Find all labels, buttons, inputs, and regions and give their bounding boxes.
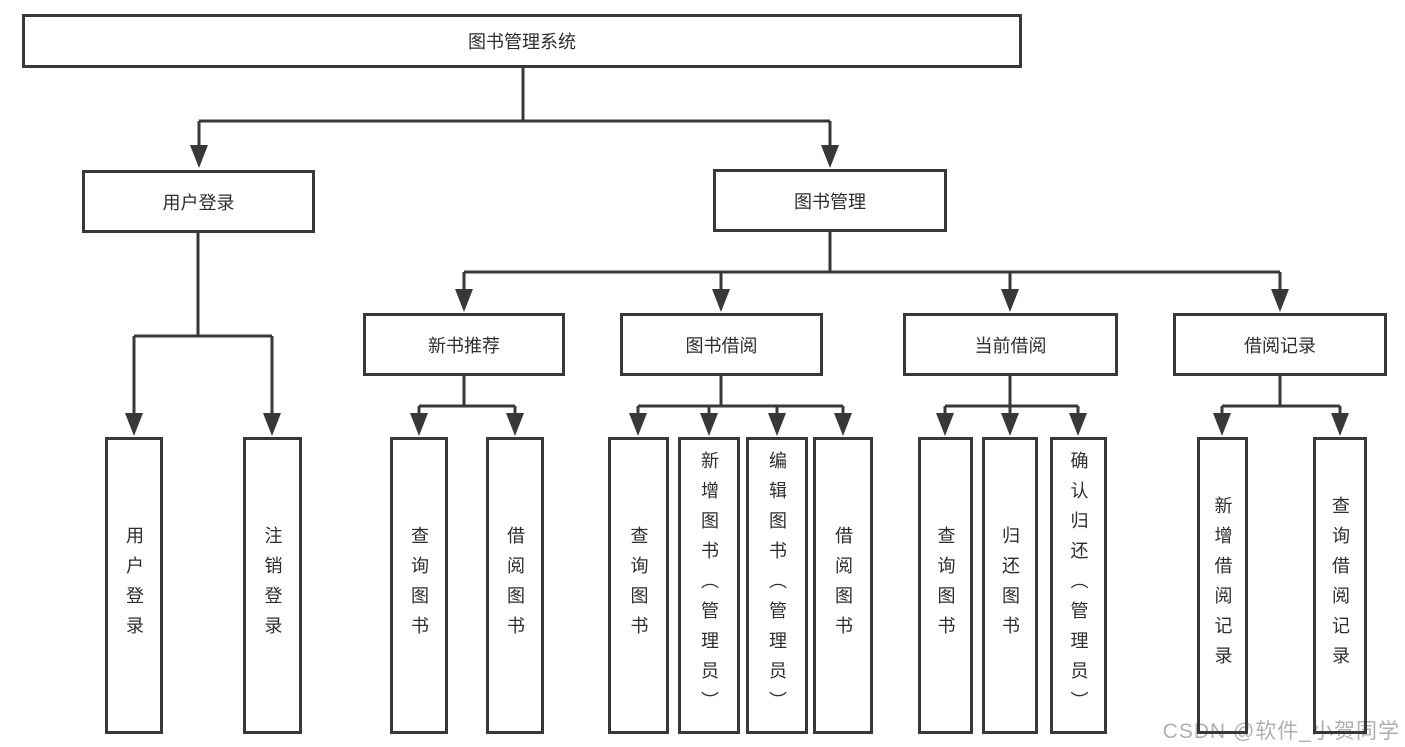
leaf-current-query-books: 查询图书 [918,437,973,734]
leaf-newbook-query-books-label: 查询图书 [409,525,429,646]
leaf-user-login: 用户登录 [105,437,163,734]
leaf-edit-books-admin: 编辑图书（管理员） [746,437,808,734]
node-book-borrow: 图书借阅 [620,313,823,376]
leaf-add-books-admin: 新增图书（管理员） [678,437,740,734]
leaf-logout: 注销登录 [243,437,302,734]
leaf-borrow-borrow-books-label: 借阅图书 [833,525,853,646]
leaf-query-borrow-record-label: 查询借阅记录 [1330,495,1350,676]
node-book-management: 图书管理 [713,169,947,232]
leaf-return-books: 归还图书 [982,437,1038,734]
node-new-book-recommend: 新书推荐 [363,313,565,376]
node-user-login: 用户登录 [82,170,315,233]
leaf-add-borrow-record-label: 新增借阅记录 [1212,495,1233,676]
node-borrow-records-label: 借阅记录 [1244,335,1316,356]
node-new-book-recommend-label: 新书推荐 [428,335,500,356]
node-borrow-records: 借阅记录 [1173,313,1387,376]
leaf-edit-books-admin-label: 编辑图书（管理员） [767,450,787,721]
leaf-newbook-borrow-books-label: 借阅图书 [505,525,525,646]
node-book-management-label: 图书管理 [794,191,866,212]
leaf-borrow-borrow-books: 借阅图书 [813,437,873,734]
node-user-login-label: 用户登录 [162,192,235,213]
leaf-query-borrow-record: 查询借阅记录 [1313,437,1367,734]
node-current-borrow: 当前借阅 [903,313,1118,376]
leaf-confirm-return-admin-label: 确认归还（管理员） [1068,450,1089,721]
node-current-borrow-label: 当前借阅 [974,335,1047,356]
leaf-add-borrow-record: 新增借阅记录 [1197,437,1248,734]
csdn-watermark: CSDN @软件_小贺同学 [1162,720,1400,743]
leaf-confirm-return-admin: 确认归还（管理员） [1050,437,1107,734]
leaf-newbook-borrow-books: 借阅图书 [486,437,544,734]
leaf-add-books-admin-label: 新增图书（管理员） [699,450,719,721]
leaf-logout-label: 注销登录 [262,525,283,646]
node-book-borrow-label: 图书借阅 [685,335,758,356]
node-root-label: 图书管理系统 [468,32,576,52]
leaf-borrow-query-books-label: 查询图书 [628,525,649,646]
node-root-library-management-system: 图书管理系统 [22,14,1022,68]
leaf-current-query-books-label: 查询图书 [935,525,956,646]
connector-path [132,68,1342,416]
leaf-user-login-label: 用户登录 [124,525,144,646]
leaf-newbook-query-books: 查询图书 [390,437,448,734]
leaf-borrow-query-books: 查询图书 [608,437,669,734]
arrowhead-icons [125,145,1349,436]
leaf-return-books-label: 归还图书 [1000,525,1020,646]
